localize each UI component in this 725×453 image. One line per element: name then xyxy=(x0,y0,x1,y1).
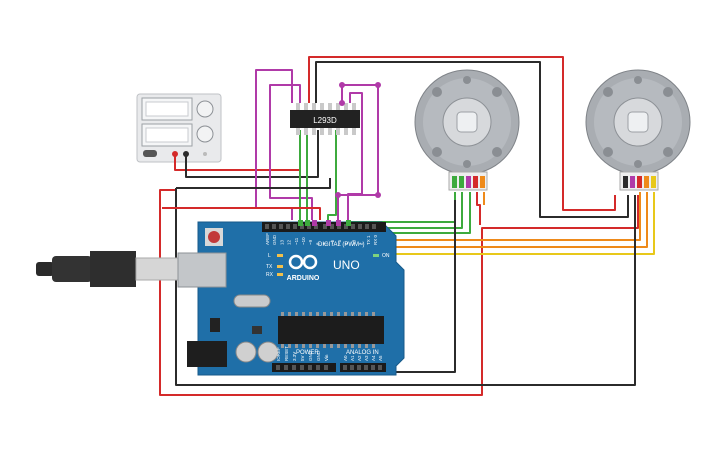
pin-label: A5 xyxy=(378,355,383,361)
pin-label: A4 xyxy=(371,355,376,361)
arduino-logo-icon xyxy=(288,254,318,270)
pin-label: 2 xyxy=(359,242,364,245)
arduino-brand: ARDUINO xyxy=(287,275,320,282)
pin-label: ~10 xyxy=(301,237,306,245)
pin-label: IOREF xyxy=(276,347,281,361)
pin-label: 8 xyxy=(315,242,320,245)
power-label: POWER xyxy=(296,350,319,356)
pin-label: RESET xyxy=(284,346,289,361)
pin-label: ~6 xyxy=(330,239,335,245)
pin-label: 3.3V xyxy=(292,352,297,361)
arduino-model: UNO xyxy=(333,258,360,272)
wires xyxy=(159,56,655,396)
arduino-board[interactable]: ARDUINO UNO DIGITAL (PWM~) POWER ANALOG … xyxy=(177,221,405,376)
pin-label: A3 xyxy=(364,355,369,361)
pin-label: A2 xyxy=(357,355,362,361)
pin-label: RX 0 xyxy=(373,234,378,245)
motor-2[interactable] xyxy=(585,69,691,191)
pin-label: A0 xyxy=(343,355,348,361)
pin-label: AREF xyxy=(265,233,270,245)
power-supply[interactable] xyxy=(136,93,222,163)
pin-label: 5V xyxy=(300,355,305,361)
pin-label: 13 xyxy=(279,239,284,245)
pin-label: 7 xyxy=(323,242,328,245)
pin-label: 12 xyxy=(287,239,292,245)
l-label: L xyxy=(268,253,271,259)
wire-joints xyxy=(335,82,381,198)
pin-label: TX 1 xyxy=(366,235,371,245)
pin-label: 4 xyxy=(344,242,349,245)
header-wire-ends xyxy=(298,220,351,226)
pin-label: ~11 xyxy=(294,237,299,245)
pin-label: ~3 xyxy=(351,239,356,245)
motor-1[interactable] xyxy=(414,69,520,191)
pin-label: GND xyxy=(308,350,313,361)
analog-label: ANALOG IN xyxy=(346,350,379,356)
pin-label: GND xyxy=(316,350,321,361)
on-label: ON xyxy=(382,253,390,259)
driver-chip[interactable]: L293D xyxy=(290,103,360,135)
pin-label: GND xyxy=(272,234,277,245)
digital-label: DIGITAL (PWM~) xyxy=(318,242,365,248)
pin-label: Vin xyxy=(324,354,329,361)
driver-chip-label: L293D xyxy=(313,116,337,125)
pin-label: A1 xyxy=(350,355,355,361)
pin-label: ~5 xyxy=(337,239,342,245)
rx-label: RX xyxy=(266,272,274,278)
tx-label: TX xyxy=(266,264,273,270)
pin-label: ~9 xyxy=(308,239,313,245)
